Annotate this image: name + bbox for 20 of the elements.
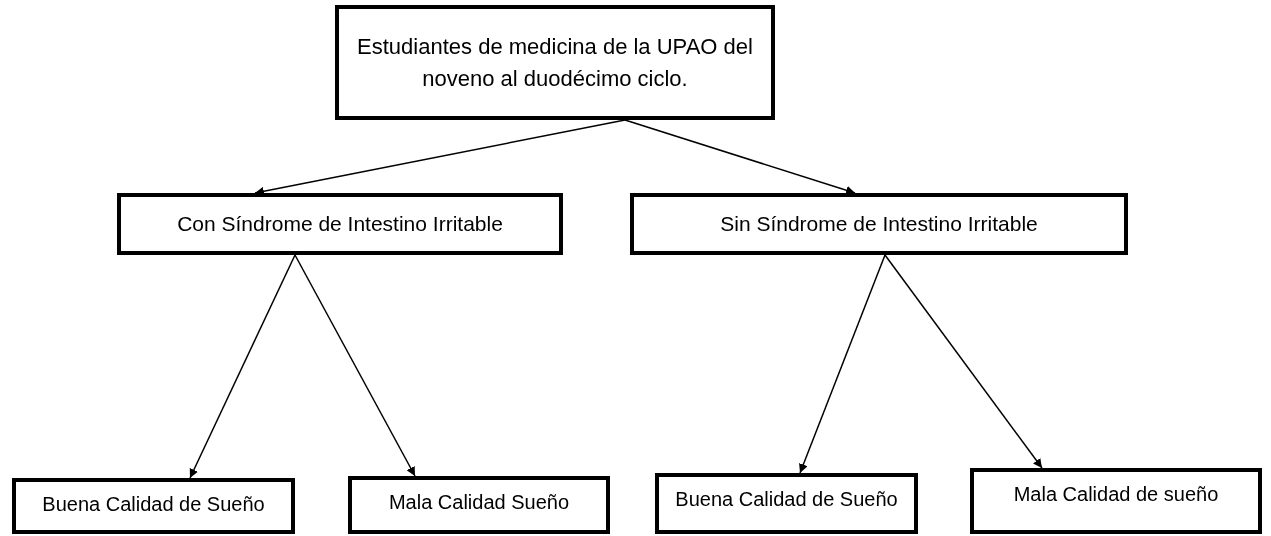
process-box (335, 5, 775, 120)
arrow (884, 254, 1043, 469)
arrow (799, 254, 886, 474)
process-box (348, 476, 610, 534)
process-box (117, 193, 563, 255)
process-box (655, 473, 918, 534)
arrow (189, 254, 296, 479)
arrow (624, 119, 856, 195)
process-box (12, 478, 295, 534)
box-label: Mala Calidad Sueño (388, 490, 570, 515)
arrow (294, 254, 416, 477)
box-label: Con Síndrome de Intestino Irritable (177, 210, 503, 237)
process-box (970, 468, 1262, 534)
box-label: Buena Calidad de Sueño (675, 487, 898, 512)
box-label: Buena Calidad de Sueño (42, 492, 265, 517)
arrow (254, 119, 626, 196)
box-label: Estudiantes de medicina de la UPAO del noveno al duodécimo ciclo. (356, 32, 754, 93)
box-label: Mala Calidad de sueño (1013, 482, 1219, 507)
box-label: Sin Síndrome de Intestino Irritable (720, 210, 1038, 237)
process-box (630, 193, 1128, 255)
